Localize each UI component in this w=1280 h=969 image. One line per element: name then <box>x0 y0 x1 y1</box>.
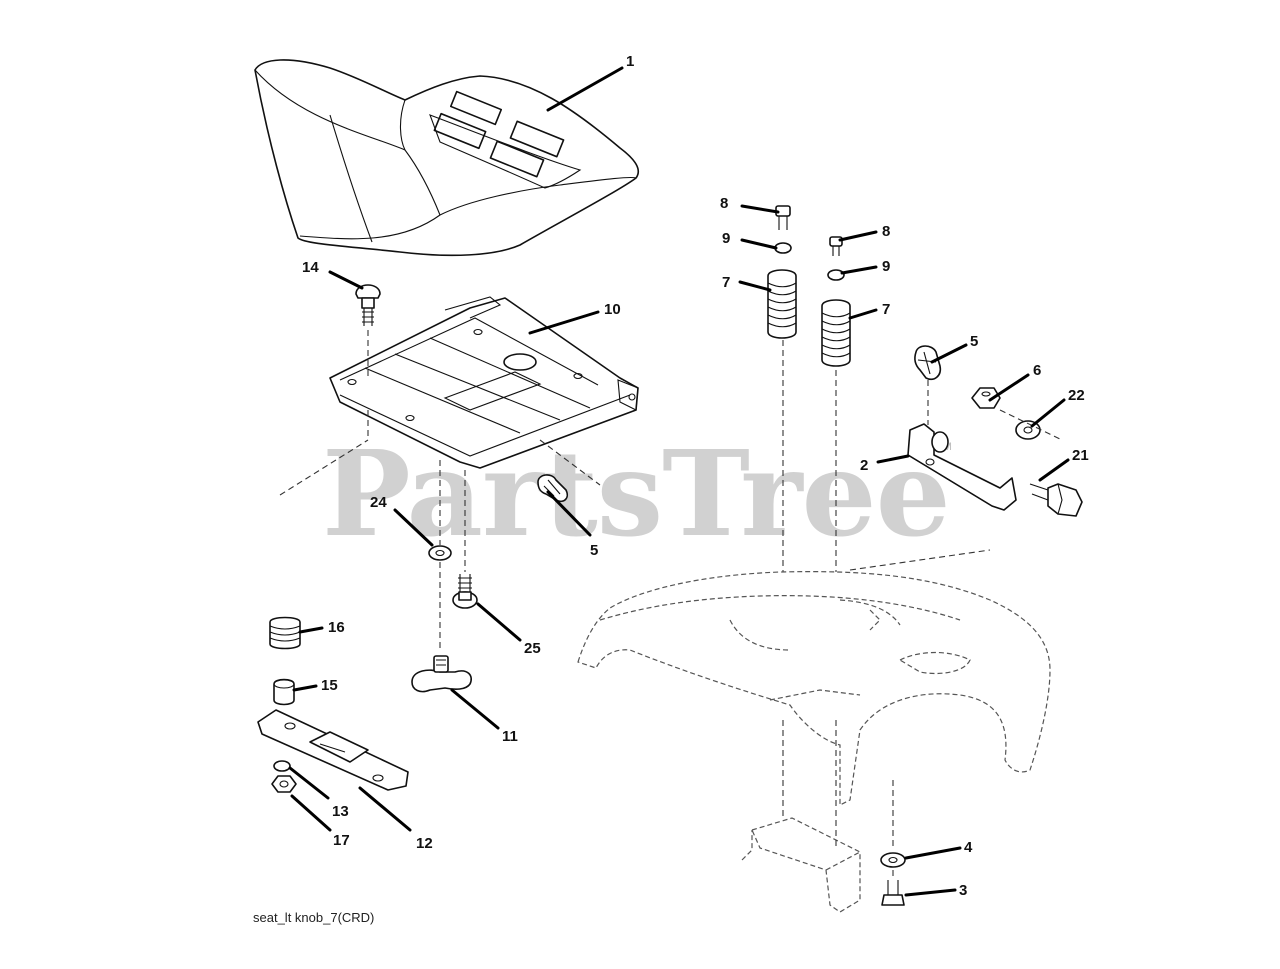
compression-spring-16-part[interactable] <box>269 616 301 650</box>
seat-knob-part[interactable] <box>411 655 472 693</box>
flat-washer-4-part[interactable] <box>880 852 906 868</box>
seat-part[interactable] <box>254 59 640 257</box>
hex-bolt-part[interactable] <box>1029 483 1083 517</box>
flat-washer-24-part[interactable] <box>428 545 452 561</box>
callout-4: 4 <box>964 839 973 856</box>
hex-nut-6-part[interactable] <box>971 387 1001 409</box>
screw-8-left-part[interactable] <box>775 205 791 230</box>
shoulder-bolt-part[interactable] <box>452 574 478 609</box>
callout-15: 15 <box>321 677 338 694</box>
callout-9-right: 9 <box>882 258 890 275</box>
leader-lines <box>288 66 1070 897</box>
callout-8-left: 8 <box>720 195 728 212</box>
callout-12: 12 <box>416 835 433 852</box>
hex-nut-17-part[interactable] <box>271 775 297 793</box>
callout-7-left: 7 <box>722 274 730 291</box>
callout-22: 22 <box>1068 387 1085 404</box>
bushing-part[interactable] <box>273 678 295 706</box>
diagram-caption: seat_lt knob_7(CRD) <box>253 910 375 925</box>
callout-16: 16 <box>328 619 345 636</box>
callout-5-left: 5 <box>590 542 598 559</box>
callout-24: 24 <box>370 494 387 511</box>
mount-bracket-ghost <box>741 817 861 913</box>
callout-1: 1 <box>626 53 634 70</box>
callout-8-right: 8 <box>882 223 890 240</box>
carriage-bolt-part[interactable] <box>355 284 381 326</box>
callout-14: 14 <box>302 259 319 276</box>
callout-7-right: 7 <box>882 301 890 318</box>
slide-plate-part[interactable] <box>257 709 409 791</box>
callout-11: 11 <box>502 728 518 745</box>
callout-labels: 1 14 10 24 5 25 16 15 11 13 12 17 8 9 7 … <box>302 53 1089 899</box>
pivot-bracket-part[interactable] <box>907 423 1017 511</box>
spring-7-right-part[interactable] <box>821 299 851 367</box>
callout-2: 2 <box>860 457 868 474</box>
seat-clip-right-part[interactable] <box>914 345 942 381</box>
callout-10: 10 <box>604 301 621 318</box>
callout-3: 3 <box>959 882 967 899</box>
callout-6: 6 <box>1033 362 1041 379</box>
seat-pan-part[interactable] <box>329 296 639 469</box>
flange-bolt-part[interactable] <box>881 880 905 906</box>
spring-7-left-part[interactable] <box>767 269 797 339</box>
washer-9-right-part[interactable] <box>827 269 845 281</box>
callout-21: 21 <box>1072 447 1089 464</box>
fender-frame-ghost <box>577 571 1051 806</box>
watermark-text: PartsTree <box>322 424 950 563</box>
lock-washer-part[interactable] <box>273 760 291 772</box>
callout-25: 25 <box>524 640 541 657</box>
callout-5-right: 5 <box>970 333 978 350</box>
callout-13: 13 <box>332 803 349 820</box>
callout-17: 17 <box>333 832 350 849</box>
callout-9-left: 9 <box>722 230 730 247</box>
